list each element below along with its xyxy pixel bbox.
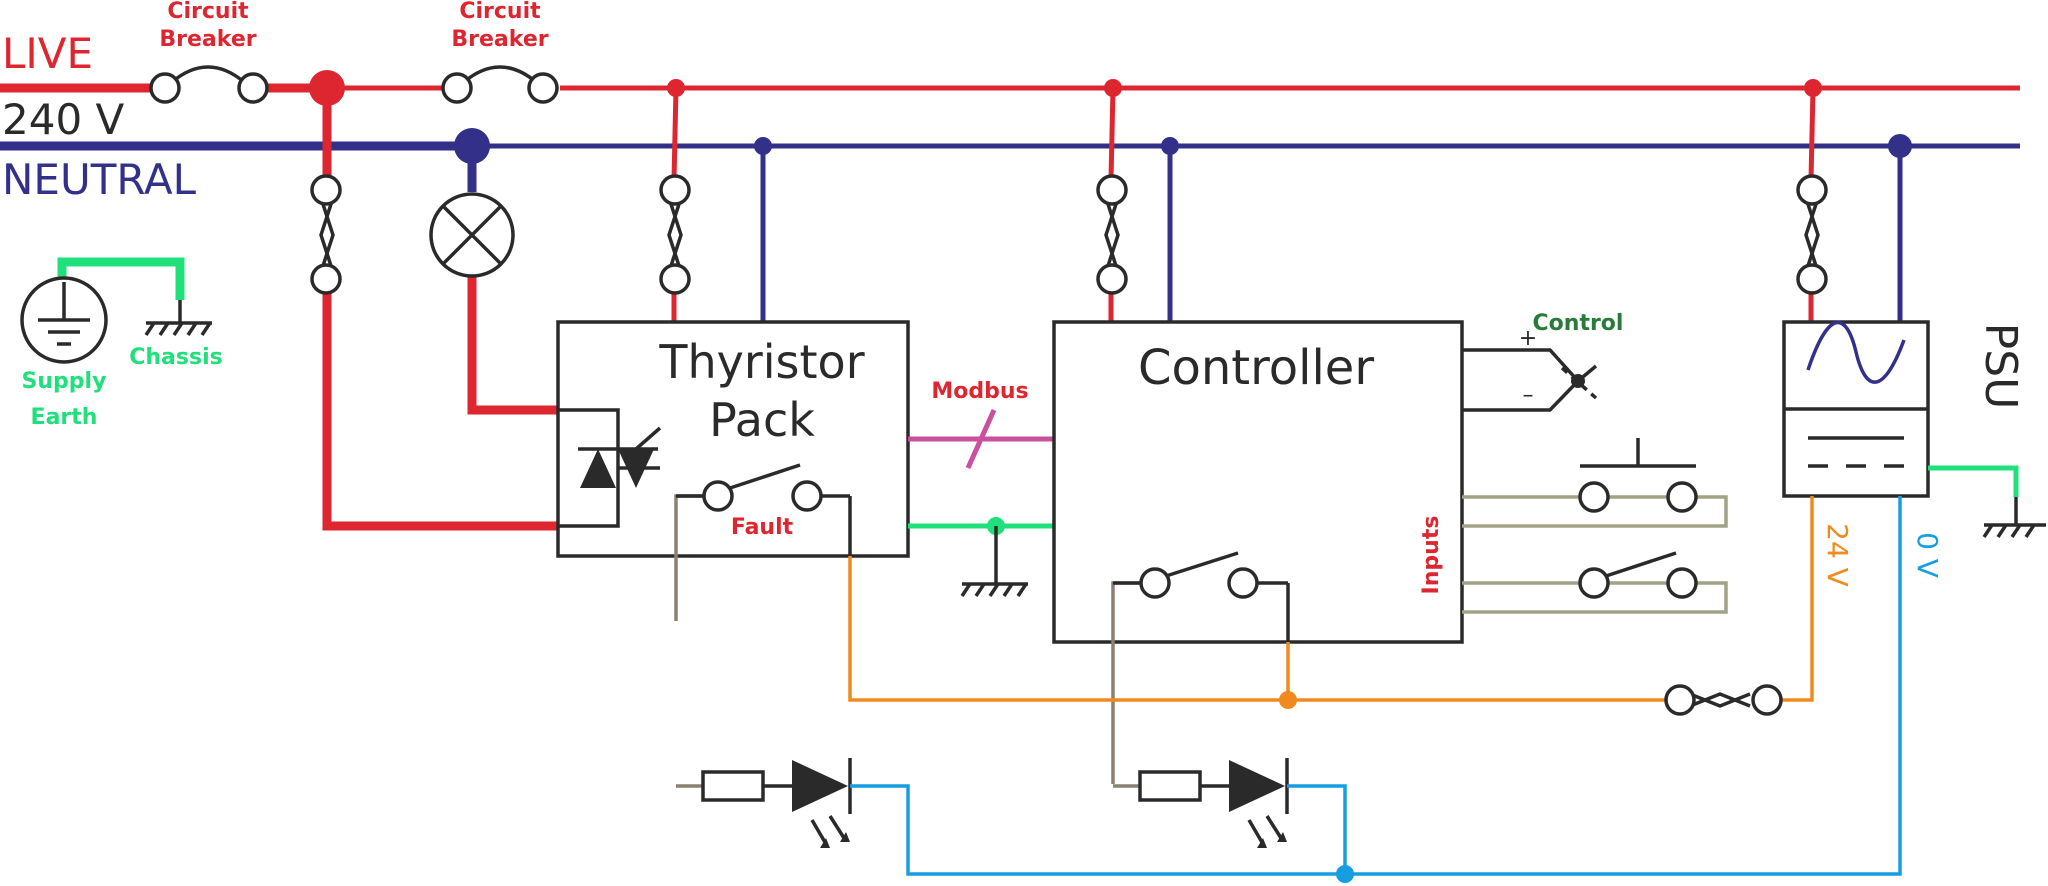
chassis-ground-icon [144,300,212,336]
neutral-junction-controller [1161,137,1179,155]
live-label: LIVE [2,29,93,78]
psu-24v-out-wire [1774,496,1814,702]
fuse-thyristor-feed [310,174,342,295]
dc-symbol-icon [1808,436,1904,468]
inputs-label: Inputs [1419,516,1444,595]
neutral-junction-thyristor [754,137,772,155]
supply-earth-label-line1: Supply [22,369,107,394]
input-toggle-switch-icon [1462,551,1728,614]
earth-link-wire [57,257,185,300]
fault-indicator-led [676,758,852,848]
breaker-2-label-line2: Breaker [451,27,548,52]
circuit-breaker-1 [149,65,269,104]
modbus-bus-slash [965,408,997,470]
control-minus-sign: – [1523,383,1534,408]
control-label: Control [1533,311,1624,336]
control-switch-icon [1462,348,1598,412]
supply-0v-junction [1336,865,1354,883]
controller-title: Controller [1138,340,1374,396]
supply-0v-wire [850,496,1902,876]
thyristor-symbol-icon [558,408,662,528]
fuse-psu [1796,174,1828,295]
breaker-2-label-line1: Circuit [459,0,541,24]
ac-wave-icon [1806,320,1906,384]
controller-indicator-led [1113,758,1289,848]
supply-earth-icon [20,276,108,364]
fuse-24v-icon [1664,684,1783,716]
live-drop-psu [1808,87,1816,322]
breaker-1-label-line2: Breaker [159,27,256,52]
fuse-controller [1096,174,1128,295]
live-drop-thyristor-pack [671,87,679,322]
unit-ground-icon [960,526,1028,597]
supply-24v-junction [1279,691,1297,709]
thyristor-pack-title-line2: Pack [709,393,815,447]
psu-24v-label: 24 V [1821,523,1854,587]
live-junction-thyristor [667,79,685,97]
fuse-thyristor-pack [659,174,691,295]
neutral-junction-psu [1888,134,1912,158]
neutral-label: NEUTRAL [2,155,197,204]
indicator-lamp-icon [429,192,515,278]
live-drop-controller [1108,87,1116,322]
psu-chassis-ground-icon [1982,497,2046,538]
neutral-drop-lamp [467,146,558,415]
input-push-button-icon [1462,438,1728,528]
supply-24v-wire [848,556,1666,702]
supply-earth-label-line2: Earth [31,405,98,430]
chassis-label: Chassis [129,345,222,370]
voltage-label: 240 V [2,95,125,144]
psu-0v-label: 0 V [1911,532,1944,578]
control-plus-sign: + [1519,326,1537,351]
live-junction-main [309,70,345,106]
psu-earth-wire [1928,465,2019,497]
circuit-breaker-2 [441,65,559,104]
fault-relay-contact [674,463,852,621]
live-junction-psu [1804,79,1822,97]
neutral-junction-main [454,128,490,164]
controller-relay-contact [1111,551,1290,784]
fault-label: Fault [731,515,794,540]
thyristor-pack-title-line1: Thyristor [658,335,864,389]
live-junction-controller [1104,79,1122,97]
controller-led-0v-wire [1287,784,1347,874]
controller-box [1052,320,1464,644]
live-drop-thyristor-feed [322,88,558,531]
breaker-1-label-line1: Circuit [167,0,249,24]
modbus-label: Modbus [931,379,1028,404]
psu-title: PSU [1975,323,2026,410]
